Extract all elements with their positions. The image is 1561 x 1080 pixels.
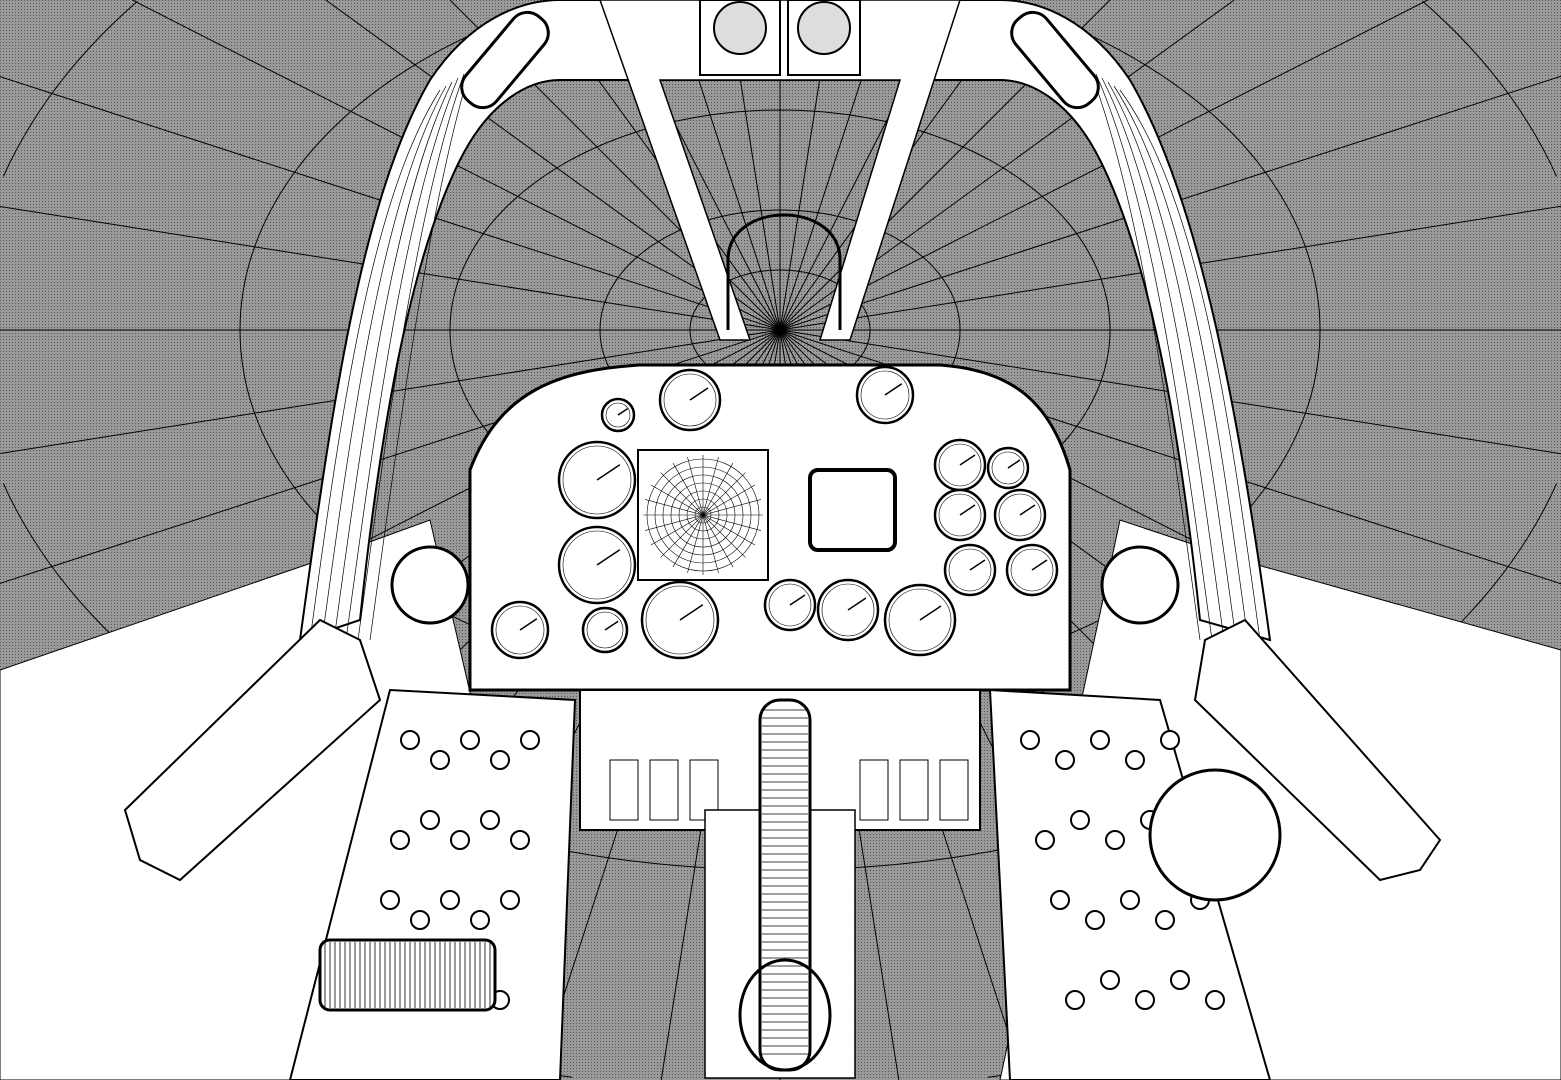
knob[interactable] [450, 830, 470, 850]
knob[interactable] [390, 830, 410, 850]
knob[interactable] [420, 810, 440, 830]
knob[interactable] [1020, 730, 1040, 750]
right-side-vent[interactable] [1148, 768, 1282, 902]
knob[interactable] [1065, 990, 1085, 1010]
gauge-cluster [490, 365, 1102, 762]
knob[interactable] [480, 810, 500, 830]
left-air-vent[interactable] [390, 545, 470, 625]
right-armrest [1193, 618, 1442, 882]
right-canopy-handle[interactable] [1004, 5, 1105, 115]
left-canopy-handle[interactable] [454, 5, 555, 115]
knob[interactable] [460, 730, 480, 750]
knob[interactable] [470, 910, 490, 930]
knob[interactable] [430, 750, 450, 770]
knob[interactable] [410, 910, 430, 930]
knob[interactable] [520, 730, 540, 750]
canopy-frame [298, 0, 1272, 642]
knob[interactable] [1205, 990, 1225, 1010]
top-gauges [699, 0, 861, 76]
right-air-vent[interactable] [1100, 545, 1180, 625]
knob[interactable] [1090, 730, 1110, 750]
throttle[interactable] [318, 938, 497, 1012]
knob[interactable] [500, 890, 520, 910]
canopy-frame-wires [309, 69, 1261, 641]
knob[interactable] [1120, 890, 1140, 910]
left-armrest [123, 618, 382, 882]
knob[interactable] [1070, 810, 1090, 830]
knob[interactable] [1055, 750, 1075, 770]
knob[interactable] [1170, 970, 1190, 990]
knob[interactable] [1135, 990, 1155, 1010]
knob[interactable] [1100, 970, 1120, 990]
knob[interactable] [380, 890, 400, 910]
knob[interactable] [440, 890, 460, 910]
knob[interactable] [1125, 750, 1145, 770]
knob[interactable] [1155, 910, 1175, 930]
knob[interactable] [490, 750, 510, 770]
console-knobs [370, 730, 1225, 1010]
knob[interactable] [1160, 730, 1180, 750]
knob[interactable] [400, 730, 420, 750]
gunsight [726, 213, 842, 330]
knob[interactable] [1105, 830, 1125, 850]
pedestal-slots [609, 759, 969, 821]
windscreen-frame [599, 0, 961, 341]
knob[interactable] [510, 830, 530, 850]
right-console[interactable] [988, 688, 1272, 1080]
knob[interactable] [1050, 890, 1070, 910]
control-stick[interactable] [704, 698, 856, 1079]
knob[interactable] [1035, 830, 1055, 850]
radar-display [808, 468, 897, 552]
attitude-indicator-mesh [643, 455, 763, 575]
knob[interactable] [1085, 910, 1105, 930]
